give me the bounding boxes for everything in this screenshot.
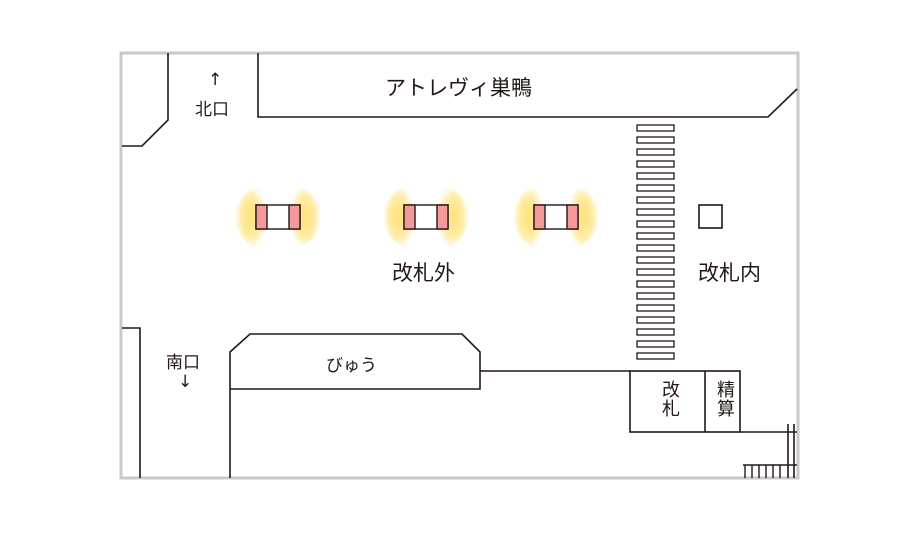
gate-glow <box>289 185 321 249</box>
stair-step <box>636 208 675 216</box>
gate-glow <box>383 185 415 249</box>
stair-step <box>636 268 675 276</box>
north-exit-label: 北口 <box>195 100 229 120</box>
gate-office <box>629 370 741 433</box>
gate-side-right <box>566 204 579 230</box>
south-exit-label: 南口 <box>166 353 200 373</box>
map-frame <box>119 51 800 480</box>
ticket-gate <box>383 185 469 249</box>
stair-step <box>636 172 675 180</box>
stair-step <box>636 292 675 300</box>
gate-glow <box>513 185 545 249</box>
stair-step <box>636 352 675 360</box>
north-arrow-icon: ↑ <box>208 70 223 90</box>
stair-step <box>636 160 675 168</box>
wall-south <box>122 327 141 478</box>
stair-step <box>636 148 675 156</box>
gate-side-left <box>403 204 416 230</box>
wall-northwest <box>122 53 169 147</box>
gate-side-left <box>255 204 268 230</box>
stair-step <box>636 280 675 288</box>
gate-side-right <box>436 204 449 230</box>
stair-step <box>636 304 675 312</box>
gate-side-left <box>533 204 546 230</box>
stair-step <box>636 328 675 336</box>
atre-building <box>257 53 798 118</box>
fare-adjustment-label: 精算 <box>714 380 735 418</box>
stair-step <box>636 244 675 252</box>
stair-step <box>636 220 675 228</box>
stair-step <box>636 196 675 204</box>
stair-step <box>636 184 675 192</box>
stair-step <box>636 232 675 240</box>
ticket-gate <box>235 185 321 249</box>
gate-side-right <box>288 204 301 230</box>
stair-step <box>636 256 675 264</box>
gate-glow <box>437 185 469 249</box>
atre-label: アトレヴィ巣鴨 <box>385 76 532 100</box>
gate-glow <box>235 185 267 249</box>
outside-gates-label: 改札外 <box>392 261 455 285</box>
stair-step <box>636 316 675 324</box>
ticket-gate-label: 改札 <box>659 380 680 418</box>
view-plaza-label: びゅう <box>326 356 377 376</box>
south-arrow-icon: ↓ <box>178 372 193 392</box>
gate-glow <box>567 185 599 249</box>
stair-step <box>636 124 675 132</box>
square-marker <box>698 204 723 229</box>
stair-step <box>636 136 675 144</box>
ticket-gate <box>513 185 599 249</box>
inside-gates-label: 改札内 <box>698 261 761 285</box>
stair-step <box>636 340 675 348</box>
